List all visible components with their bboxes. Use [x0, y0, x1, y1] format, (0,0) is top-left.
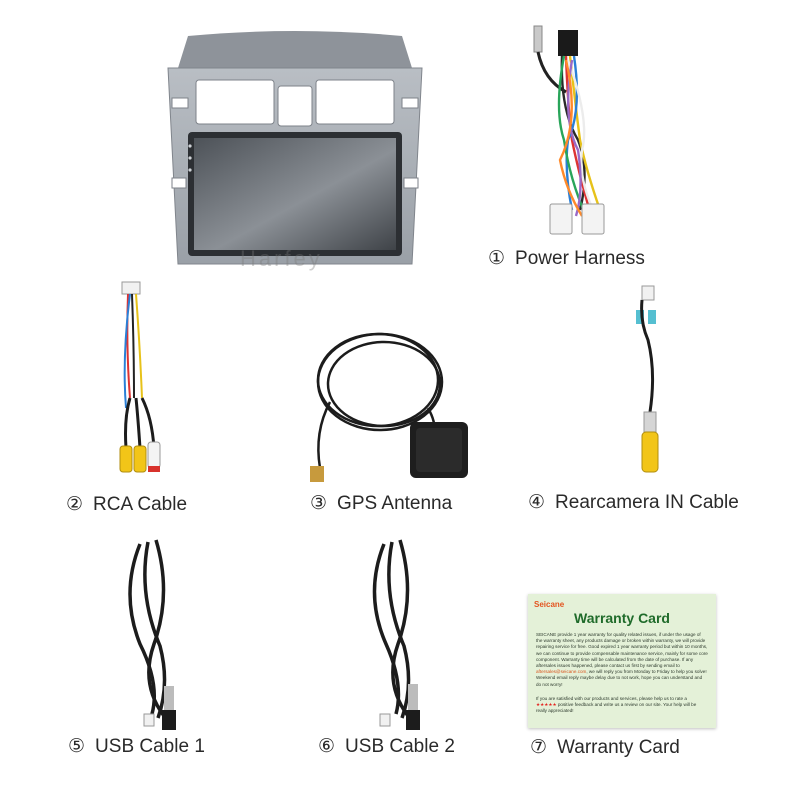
usb-cable-2-image — [350, 534, 450, 734]
star-rating-icon: ★★★★★ — [536, 702, 557, 708]
watermark: Harfey — [240, 246, 323, 271]
warranty-card-title: Warranty Card — [574, 610, 670, 626]
warranty-card-footer: If you are satisfied with our products a… — [536, 696, 697, 714]
warranty-card-image: Seicane Warranty Card SEICANE provide 1 … — [528, 594, 716, 728]
usb-cable-1-image — [110, 534, 210, 734]
warranty-card-email: aftersales@seicane.com — [536, 669, 587, 675]
gps-antenna-image — [300, 322, 480, 492]
rca-cable-image — [100, 278, 180, 488]
power-harness-image — [520, 20, 630, 250]
head-unit-image — [150, 28, 440, 278]
rearcamera-cable-image — [622, 282, 672, 488]
warranty-card-body: SEICANE provide 1 year warranty for qual… — [536, 632, 708, 687]
warranty-card-brand: Seicane — [534, 600, 565, 609]
